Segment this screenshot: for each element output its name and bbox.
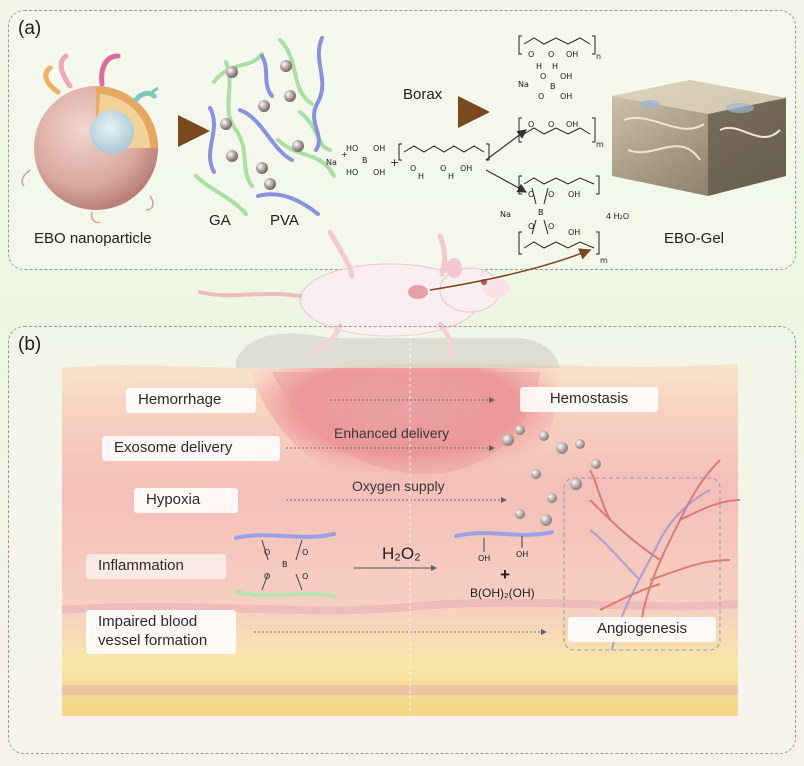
top-oh3: OH [560,92,573,101]
plus-charge: + [341,150,348,159]
pva-h-1: H [418,172,425,181]
exosome-beads [220,60,304,190]
top-n: n [596,52,602,61]
top-oh2: OH [560,72,573,81]
impaired-vessel-label: Impaired blood vessel formation [86,610,236,654]
water-label: 4 H₂O [606,212,630,221]
exosome-bead [556,442,568,454]
ho-bottom: HO [346,168,359,177]
h2o2-label: H₂O₂ [382,544,421,563]
top-b: B [550,82,556,91]
exosome-bead [531,469,541,479]
top-oh4: OH [566,120,579,129]
enhanced-delivery-label: Enhanced delivery [334,425,450,441]
panel-b-label: (b) [18,334,42,355]
exosome-bead [570,478,582,490]
product-oh-2: OH [516,550,529,559]
pva-h-2: H [448,172,455,181]
hemostasis-label: Hemostasis [520,387,658,412]
plus-sign: + [390,156,400,169]
hemorrhage-label: Hemorrhage [126,388,256,413]
crosslink-o1: O [264,548,271,557]
top-o4: O [538,92,545,101]
top-o1: O [528,50,535,59]
angiogenesis-label: Angiogenesis [568,617,716,642]
bot-oh: OH [568,190,581,199]
exosome-bead [547,493,557,503]
oxygen-supply-label: Oxygen supply [352,478,445,494]
bot-b: B [538,208,544,217]
crosslink-b: B [282,560,288,569]
oh-bottom: OH [373,168,386,177]
exosome-bead [220,118,232,130]
reaction-arrow-up [485,129,527,161]
ebo-nanoparticle-label: EBO nanoparticle [34,230,152,247]
exosome-bead [226,150,238,162]
ho-top: HO [346,144,359,153]
wound-graphic [250,368,560,499]
product-structure-top [518,35,596,143]
ebo-nanoparticle-graphic [21,53,159,224]
exosome-bead [539,431,549,441]
pva-label: PVA [270,212,299,229]
bot-m: m [600,256,608,265]
oh-top: OH [373,144,386,153]
inflammation-label: Inflammation [86,554,226,579]
gel-layer-graphic [236,333,560,368]
ga-label: GA [209,212,231,229]
bot-oh2: OH [568,228,581,237]
top-h2: H [552,62,559,71]
borax-label: Borax [403,86,443,103]
top-o6: O [548,120,555,129]
blood-vessel-graphic [589,459,741,641]
boric-acid-label: B(OH)₂(OH) [470,586,535,600]
exosome-bead [226,66,238,78]
sodium-label: Na [326,158,337,167]
exosome-bead [264,178,276,190]
mouse-graphic [198,229,592,359]
reaction-arrow-down [485,169,528,193]
exosome-bead [258,100,270,112]
crosslink-o2: O [302,548,309,557]
exosome-bead [284,90,296,102]
product-structure-bottom [518,175,600,255]
panel-a-label: (a) [18,18,42,39]
boron-label: B [362,156,368,165]
bot-na: Na [500,210,511,219]
product-oh-1: OH [478,554,491,563]
bot-o4: O [548,222,555,231]
exosome-bead [502,434,514,446]
bot-o2: O [548,190,555,199]
top-m: m [596,140,604,149]
bot-o1: O [528,190,535,199]
hypoxia-label: Hypoxia [134,488,238,513]
exosome-bead [540,514,552,526]
top-na: Na [518,80,529,89]
exosome-bead [515,425,525,435]
top-h1: H [536,62,543,71]
pva-o-1: O [410,164,417,173]
product-plus: + [500,565,510,584]
pva-oh: OH [460,164,473,173]
top-o3: O [540,72,547,81]
exosome-bead [256,162,268,174]
top-o2: O [548,50,555,59]
angiogenesis-region [563,477,721,651]
exosome-bead [591,459,601,469]
top-oh: OH [566,50,579,59]
exosome-bead [575,439,585,449]
exosome-bead [292,140,304,152]
top-o5: O [528,120,535,129]
polymer-network-graphic [194,36,336,216]
exosome-bead [280,60,292,72]
crosslink-o3: O [264,572,271,581]
exosome-bead [515,509,525,519]
pva-o-2: O [440,164,447,173]
bot-o3: O [528,222,535,231]
crosslink-o4: O [302,572,309,581]
ebo-gel-label: EBO-Gel [664,230,725,247]
ebo-gel-graphic [612,80,786,196]
exosome-delivery-label: Exosome delivery [102,436,280,461]
released-exosome-beads [502,425,601,526]
